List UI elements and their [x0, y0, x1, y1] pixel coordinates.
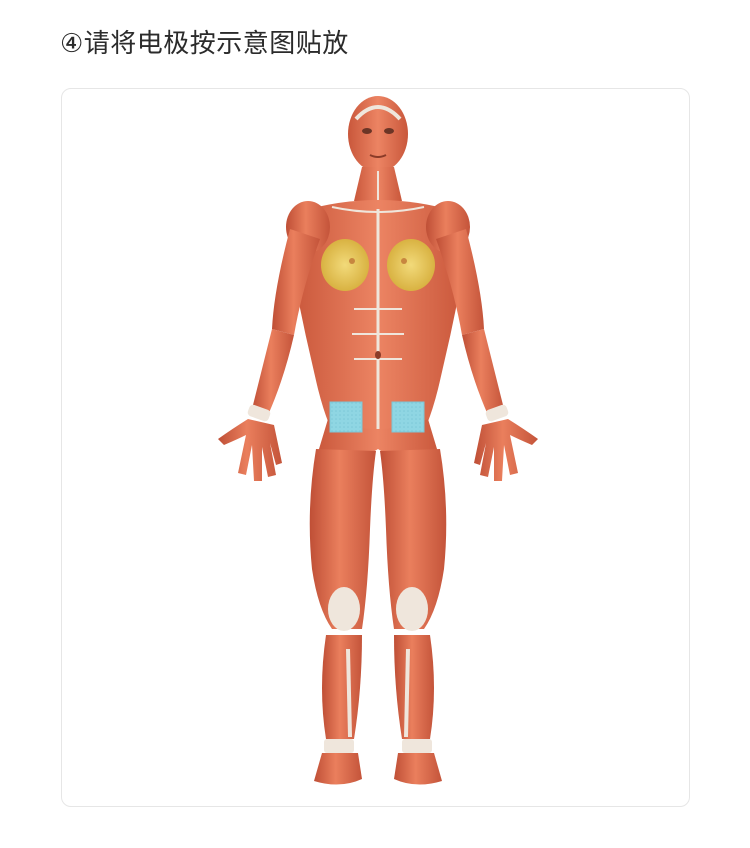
left-breast — [321, 239, 369, 291]
electrode-pad-right — [391, 401, 425, 433]
electrode-pad-left — [329, 401, 363, 433]
left-arm — [218, 229, 320, 481]
head — [348, 96, 408, 172]
right-arm — [436, 229, 538, 481]
right-leg — [380, 449, 447, 785]
right-breast — [387, 239, 435, 291]
anatomy-figure — [218, 96, 538, 785]
left-leg — [309, 449, 376, 785]
step-title: ④请将电极按示意图贴放 — [60, 29, 349, 59]
placement-diagram-card — [61, 88, 690, 807]
